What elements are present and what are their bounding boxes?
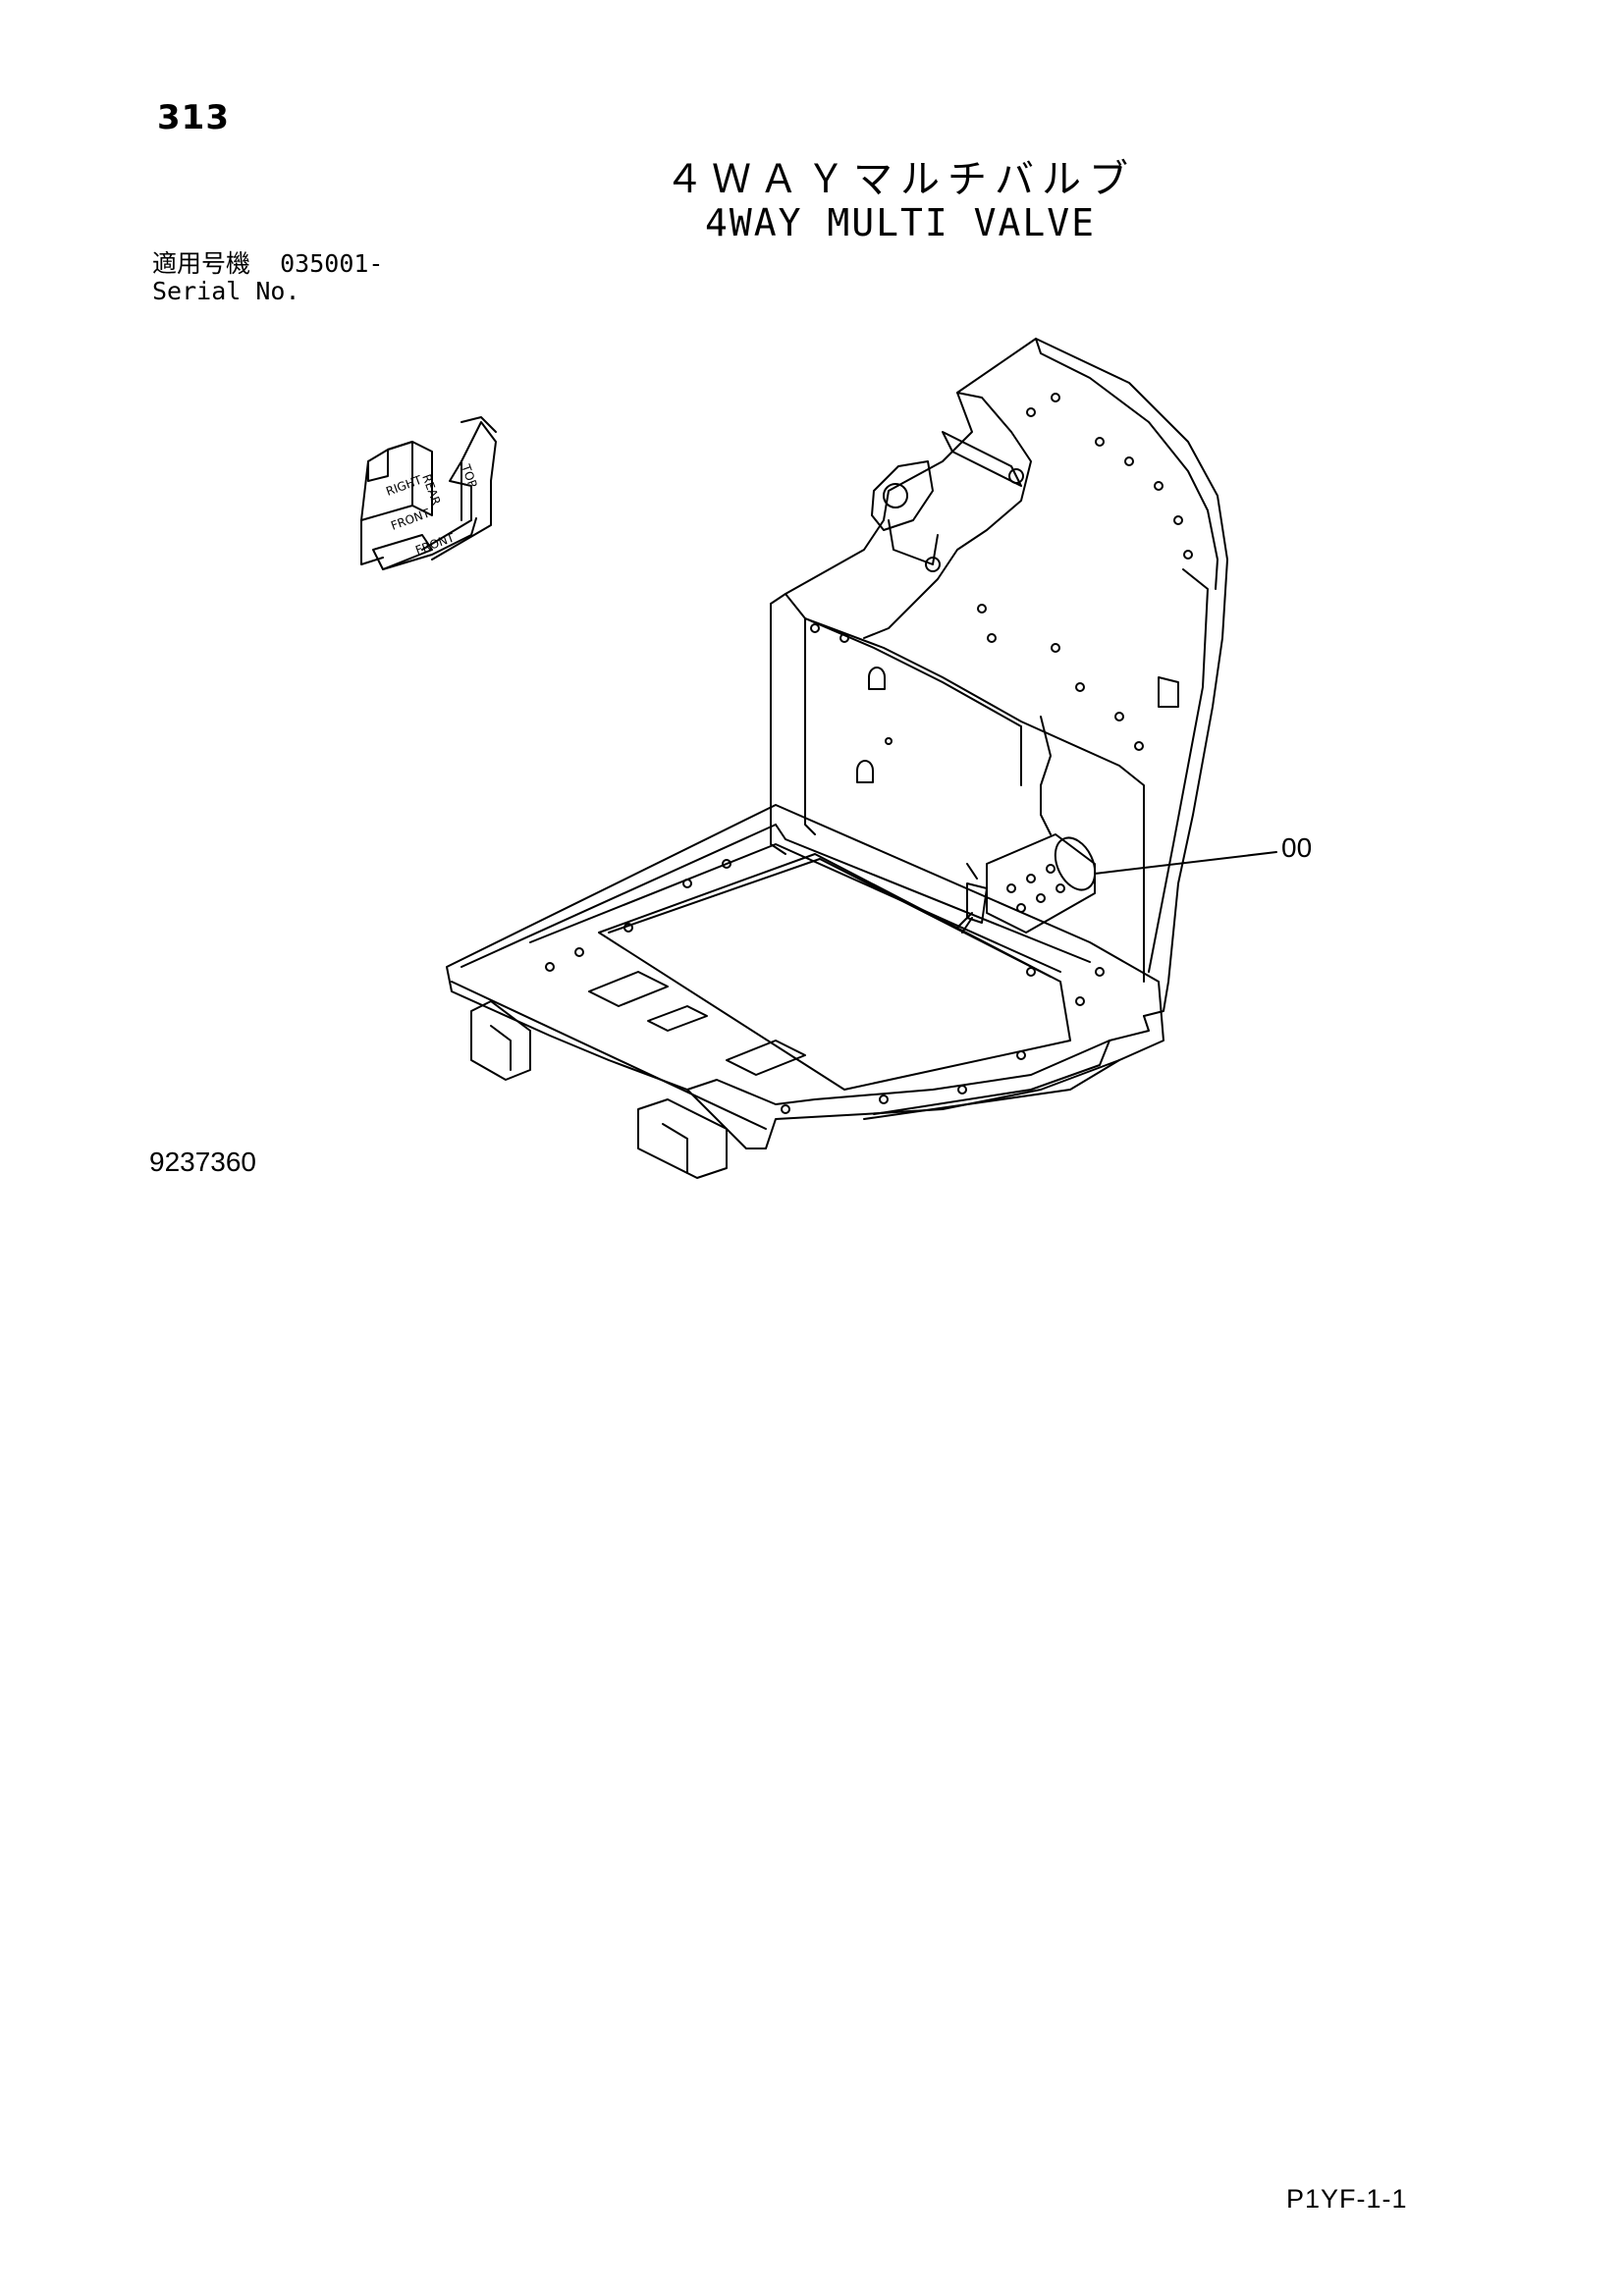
multi-valve-part <box>956 833 1097 934</box>
title-japanese: ４ＷＡＹマルチバルブ <box>665 157 1136 202</box>
serial-value: 035001- <box>280 249 384 278</box>
frame-drawing <box>446 338 1277 1179</box>
page-number: 313 <box>157 98 230 137</box>
exploded-parts-drawing: TOP REAR RIGHT FRONT FRONT <box>360 338 1277 1179</box>
serial-block: 適用号機 035001- Serial No. <box>152 250 383 305</box>
orientation-label-right: RIGHT <box>384 473 424 499</box>
drawing-number: 9237360 <box>149 1147 257 1177</box>
callout-leader-line <box>1094 851 1277 875</box>
serial-label-jp: 適用号機 <box>152 249 251 278</box>
orientation-label-rear: REAR <box>419 472 443 507</box>
title-english: 4WAY MULTI VALVE <box>704 201 1097 244</box>
callout-label: 00 <box>1281 832 1313 863</box>
orientation-indicator-icon: TOP REAR RIGHT FRONT FRONT <box>360 416 497 570</box>
bolt-holes <box>545 393 1193 1114</box>
page-code: P1YF-1-1 <box>1286 2184 1408 2214</box>
serial-row-jp: 適用号機 035001- <box>152 250 383 278</box>
serial-label-en: Serial No. <box>152 277 300 305</box>
